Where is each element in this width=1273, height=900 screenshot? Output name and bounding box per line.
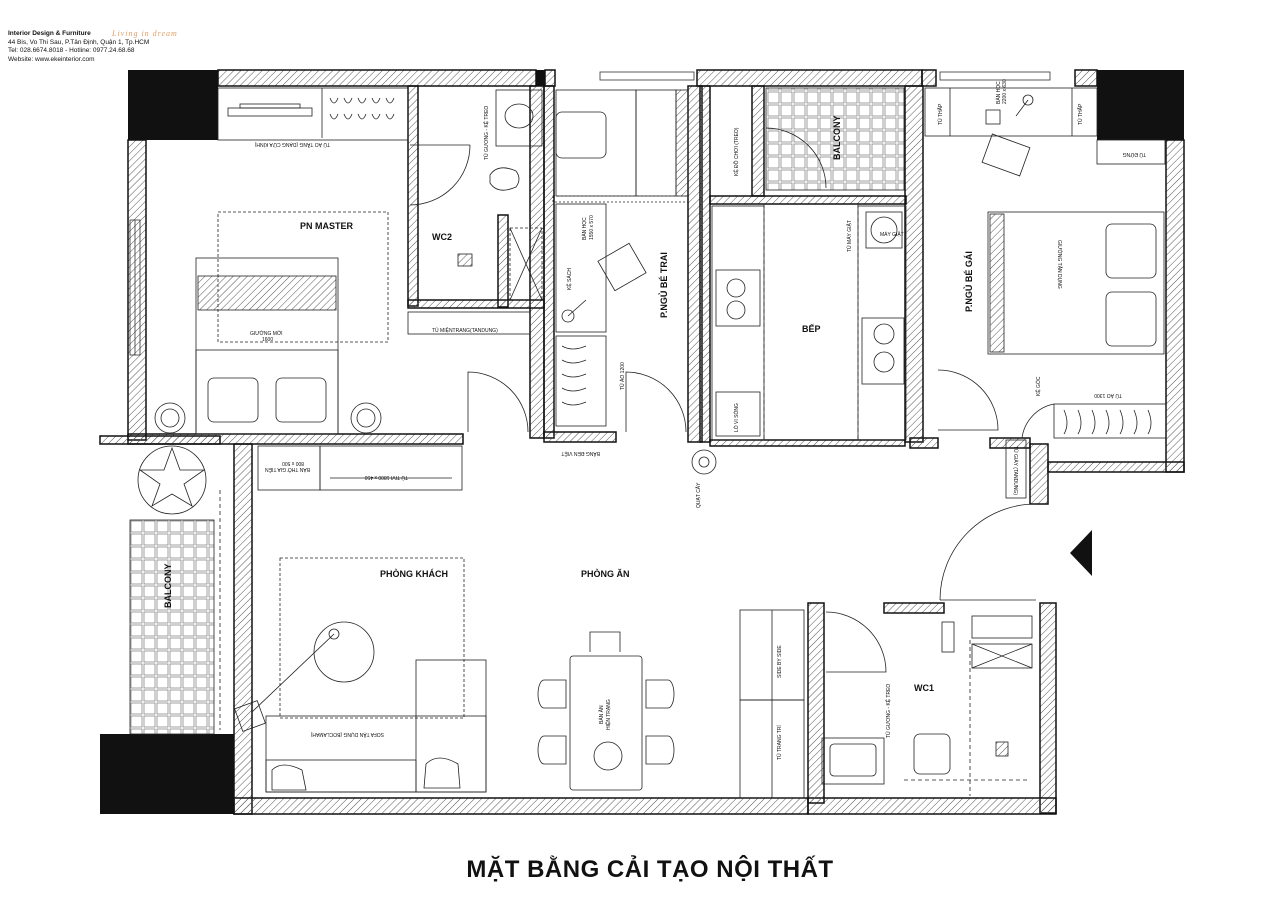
label-side-by-side: SIDE BY SIDE: [777, 645, 783, 678]
brand-tagline: Living in dream: [112, 29, 178, 38]
structural-columns: [100, 70, 1184, 814]
girls-bed: [987, 211, 1165, 355]
label-tu-ao-1300: TỦ ÁO 1300: [1094, 392, 1122, 399]
windows: [129, 71, 1051, 356]
label-wc2: WC2: [432, 232, 452, 242]
label-ban-hoc-gai: BÀN HỌC: [995, 81, 1002, 104]
label-tu-trang-tri: TỦ TRANG TRÍ: [776, 725, 783, 760]
label-phong-an: PHÒNG ĂN: [581, 568, 630, 579]
company-name: Interior Design & Furniture: [8, 30, 91, 37]
room-labels: PN MASTER WC2 P.NGỦ BÉ TRAI BALCONY BẾP …: [163, 116, 974, 694]
label-balcony-left: BALCONY: [163, 564, 173, 609]
balcony-top: [765, 87, 905, 191]
label-tu-guong: TỦ GƯƠNG - KỆ TREO: [482, 106, 490, 160]
label-ban-tho-size: 800 x 500: [282, 460, 304, 466]
label-ban-hoc-trai-size: 1550 x 570: [589, 215, 595, 240]
label-pn-master: PN MASTER: [300, 221, 354, 231]
label-quat-cay: QUẠT CÂY: [695, 482, 702, 508]
company-website: Website: www.ekeinterior.com: [8, 55, 95, 63]
label-tu-may-giat: TỦ MÁY GIẶT: [846, 220, 853, 252]
drawing-caption: MẶT BẰNG CẢI TẠO NỘI THẤT: [466, 856, 834, 883]
label-giuong-tan-dung: GIƯỜNG TẬN DỤNG: [1056, 240, 1063, 289]
label-p-ngu-be-gai: P.NGỦ BÉ GÁI: [963, 251, 974, 312]
company-info: Interior Design & Furniture 44 Bis, Vo T…: [8, 30, 149, 64]
label-sofa: SOFA TẬN DỤNG (BOCLAMAH): [310, 731, 384, 738]
label-tu-thap-left: TỦ THẤP: [937, 103, 944, 125]
living-dining: [234, 445, 805, 799]
label-ban-tho: BÀN THỜ GIA TIÊN: [265, 466, 310, 474]
label-may-giat: MÁY GIẶT: [880, 231, 904, 238]
label-balcony-top: BALCONY: [832, 116, 842, 161]
label-ban-hoc-trai: BÀN HỌC: [581, 217, 588, 240]
label-ke-sach: KỆ SÁCH: [565, 268, 573, 290]
label-lo-vi-song: LÒ VI SÓNG: [733, 403, 740, 432]
label-phong-khach: PHÒNG KHÁCH: [380, 568, 448, 579]
master-bedroom: [154, 87, 531, 435]
label-bep: BẾP: [802, 324, 821, 334]
boys-bedroom: [552, 89, 689, 433]
wc1-room: [821, 611, 1033, 796]
label-giuong-moi: GIƯỜNG MỚI: [250, 330, 283, 337]
label-tu-tiem-trang: TỦ MIỆNTRANG(TANDUNG): [432, 326, 498, 334]
balcony-left: [129, 445, 221, 735]
label-p-ngu-be-trai: P.NGỦ BÉ TRAI: [658, 252, 669, 318]
label-tu-ao-1200: TỦ ÁO 1200: [619, 362, 626, 390]
entrance-door: [939, 439, 1037, 601]
label-tu-ao-master: TỦ ÁO TẦNG (DẠNG CỬA KÍNH): [254, 141, 330, 148]
label-ke-goc: KỆ GÓC: [1034, 376, 1042, 396]
label-wc1: WC1: [914, 683, 934, 693]
label-tu-giay: TỦ GIÀY (TANDUNG): [1012, 446, 1019, 495]
company-phone: Tel: 028.6674.8018 - Hotline: 0977.24.68…: [8, 47, 135, 55]
entrance-arrow-icon: [1070, 530, 1092, 576]
floor-plan: PN MASTER WC2 P.NGỦ BÉ TRAI BALCONY BẾP …: [99, 69, 1185, 815]
kitchen: [711, 204, 907, 441]
furniture-labels: TỦ ÁO TẦNG (DẠNG CỬA KÍNH) GIƯỜNG MỚI 16…: [250, 79, 1146, 760]
wc2-room: [409, 89, 543, 301]
hanger-row-master: [329, 97, 395, 120]
label-tu-thap-right: TỦ THẤP: [1077, 103, 1084, 125]
walls: [99, 69, 1185, 815]
label-giuong-size: 1600: [262, 337, 273, 343]
label-ban-an: BÀN ĂN: [598, 705, 605, 724]
label-bang-den-viet: BẢNG ĐÈN VIỆT: [561, 450, 600, 458]
label-tu-tivi: TỦ TIVI 1800 x 450: [365, 474, 408, 481]
label-ke-do-choi: KỆ ĐỒ CHƠI (TREO): [732, 127, 740, 176]
company-address: 44 Bis, Vo Thi Sau, P.Tân Định, Quận 1, …: [8, 38, 150, 46]
label-ban-hoc-gai-size: 2200 x 630: [1002, 79, 1008, 104]
label-tu-guong-wc1: TỦ GƯƠNG - KỆ TREO: [884, 684, 892, 738]
label-tu-dung: TỦ ĐỨNG: [1122, 151, 1146, 158]
girls-bedroom: [924, 87, 1167, 439]
label-ban-an-sub: HIỆN TRẠNG: [604, 699, 612, 730]
